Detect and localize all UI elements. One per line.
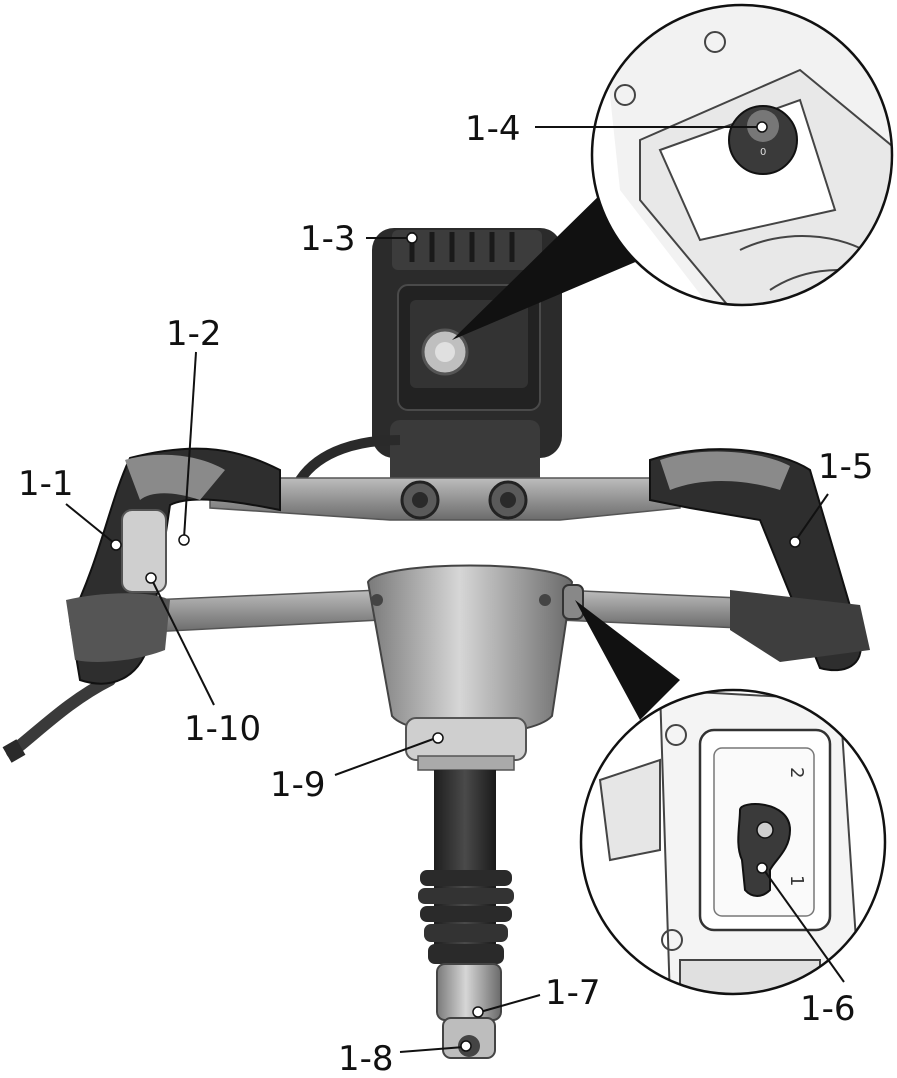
lower-handlebar — [149, 589, 381, 633]
detail-gear-switch: 2 1 — [579, 688, 887, 996]
callout-1-3: 1-3 — [300, 219, 356, 259]
gear-housing — [366, 564, 574, 735]
left-handle — [66, 447, 281, 685]
callout-1-7: 1-7 — [545, 973, 601, 1013]
callout-1-6: 1-6 — [800, 989, 856, 1029]
trigger-switch — [121, 509, 167, 593]
mixer-body-illustration — [2, 228, 870, 1059]
chuck-sleeve — [436, 963, 502, 1021]
switch-mark-top: 2 — [786, 767, 807, 778]
callout-1-9: 1-9 — [270, 765, 326, 805]
callout-1-8: 1-8 — [338, 1039, 394, 1078]
callout-leaders — [65, 121, 845, 1053]
detail-speed-dial: 0 — [590, 3, 894, 307]
callout-labels: 1-1 1-2 1-3 1-4 1-5 1-6 1-7 1-8 1-9 1-10 — [18, 109, 874, 1078]
dial-mark-text: 0 — [760, 147, 766, 158]
detail-switch-lever — [737, 803, 792, 897]
switch-mark-bottom: 1 — [786, 875, 807, 886]
bellows — [418, 870, 514, 964]
zoom-cone-top — [452, 185, 640, 340]
callout-1-5: 1-5 — [818, 447, 874, 487]
callout-1-2: 1-2 — [166, 314, 222, 354]
callout-1-10: 1-10 — [184, 709, 261, 749]
right-handle — [649, 448, 870, 672]
zoom-cone-bottom — [575, 600, 680, 720]
power-cable — [6, 674, 116, 758]
spindle-collar — [405, 717, 527, 761]
callout-1-1: 1-1 — [18, 464, 74, 504]
callout-1-4: 1-4 — [465, 109, 521, 149]
